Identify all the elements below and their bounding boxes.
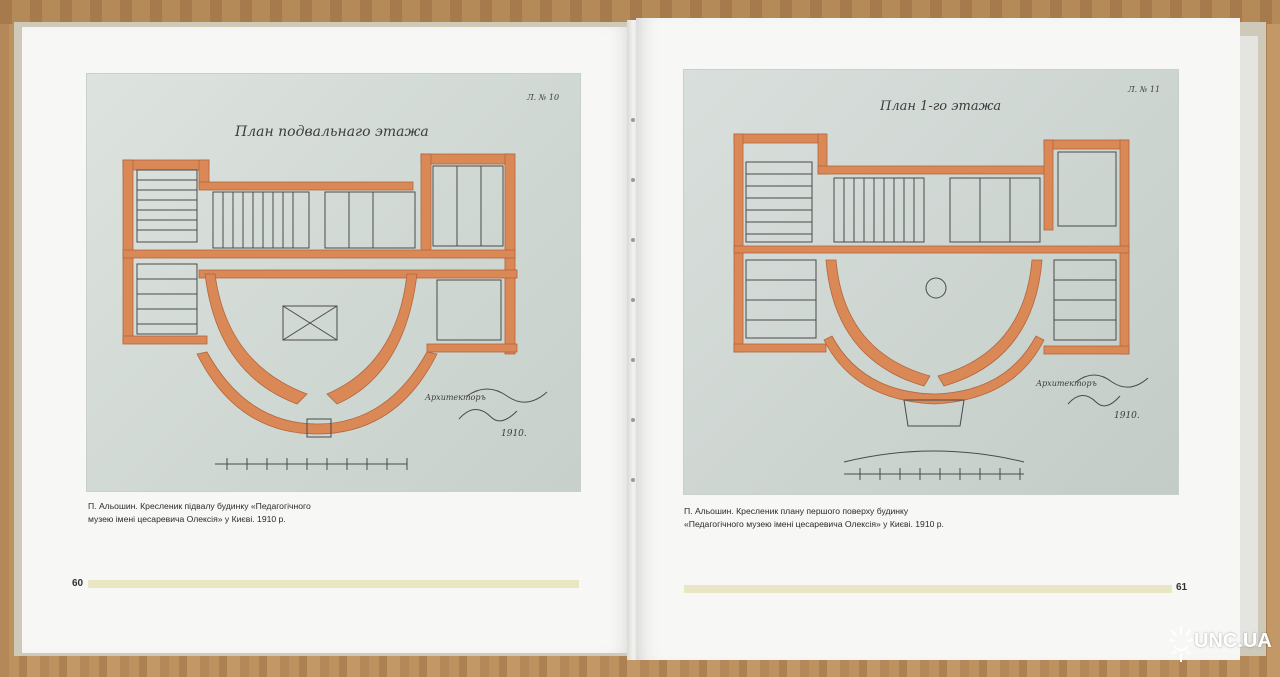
left-caption: П. Альошин. Кресленик підвалу будинку «П… [88, 501, 311, 524]
right-date-text: 1910. [1114, 411, 1140, 421]
watermark-text: UNC.UA [1194, 630, 1272, 652]
right-caption: П. Альошин. Кресленик плану першого пове… [684, 506, 944, 529]
binding-hole [631, 298, 635, 302]
right-page-number: 61 [1176, 582, 1188, 593]
left-floor-plan-plate: План подвальнаго этажа Л. № 10 [87, 74, 580, 491]
watermark: UNC.UA [1168, 618, 1276, 670]
binding-hole [631, 418, 635, 422]
right-page-bar [684, 585, 1172, 593]
binding-hole [631, 178, 635, 182]
first-floor-plan-drawing: План 1-го этажа Л. № 11 [733, 85, 1160, 480]
book-cover-edge [1238, 36, 1258, 646]
right-plate-title: План 1-го этажа [879, 99, 1001, 114]
right-signature-label: Архитекторъ [1035, 379, 1097, 388]
basement-plan-drawing: План подвальнаго этажа Л. № 10 [122, 93, 559, 470]
left-date-text: 1910. [501, 429, 527, 439]
sunburst-icon [1168, 626, 1194, 662]
left-plate-title: План подвальнаго этажа [234, 124, 429, 140]
right-plate-mark: Л. № 11 [1127, 85, 1160, 94]
left-page-bar [88, 580, 579, 588]
binding-hole [631, 238, 635, 242]
left-plate-mark: Л. № 10 [526, 93, 559, 102]
left-signature-label: Архитекторъ [424, 393, 486, 402]
binding-hole [631, 478, 635, 482]
binding-hole [631, 358, 635, 362]
right-floor-plan-plate: План 1-го этажа Л. № 11 [684, 70, 1178, 494]
left-page-number: 60 [72, 578, 84, 589]
binding-hole [631, 118, 635, 122]
